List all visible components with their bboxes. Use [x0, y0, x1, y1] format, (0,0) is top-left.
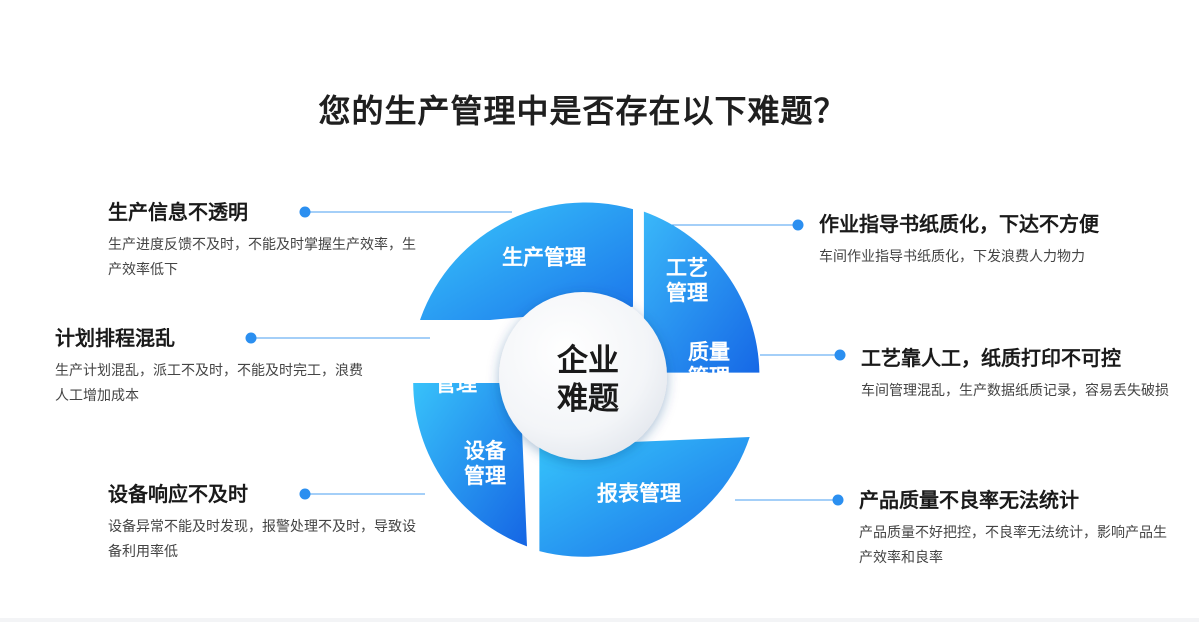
segment-label-scheduling: 排程管理 [435, 347, 477, 396]
connector-dot-equipment [299, 488, 311, 500]
issue-work-instructions: 作业指导书纸质化，下达不方便 车间作业指导书纸质化，下发浪费人力物力 [819, 211, 1179, 270]
issue-desc: 生产进度反馈不及时，不能及时掌握生产效率，生产效率低下 [108, 237, 416, 278]
connector-dot-process [834, 349, 846, 361]
issue-title: 设备响应不及时 [108, 482, 248, 506]
issue-title: 生产信息不透明 [108, 200, 248, 224]
issue-title: 作业指导书纸质化，下达不方便 [819, 212, 1099, 236]
connector-dot-info [299, 206, 311, 218]
connector-dot-instructions [792, 219, 804, 231]
issue-equipment: 设备响应不及时 设备异常不能及时发现，报警处理不及时，导致设备利用率低 [108, 481, 418, 565]
segment-label-process: 工艺管理 [666, 256, 708, 305]
issue-desc: 车间作业指导书纸质化，下发浪费人力物力 [819, 249, 1085, 265]
issue-title: 产品质量不良率无法统计 [859, 488, 1079, 512]
segment-report [539, 437, 750, 557]
center-circle [499, 292, 667, 460]
segment-label-equipment: 设备管理 [464, 439, 506, 488]
segment-label-report: 报表管理 [597, 481, 681, 506]
connector-dot-scheduling [245, 332, 257, 344]
issue-desc: 生产计划混乱，派工不及时，不能及时完工，浪费人工增加成本 [55, 363, 363, 404]
issue-desc: 设备异常不能及时发现，报警处理不及时，导致设备利用率低 [108, 519, 416, 560]
issue-scheduling: 计划排程混乱 生产计划混乱，派工不及时，不能及时完工，浪费人工增加成本 [55, 325, 365, 409]
page-title: 您的生产管理中是否存在以下难题？ [318, 92, 847, 130]
issue-process-manual: 工艺靠人工，纸质打印不可控 车间管理混乱，生产数据纸质记录，容易丢失破损 [861, 345, 1176, 404]
segment-process-quality [643, 211, 760, 373]
issue-title: 工艺靠人工，纸质打印不可控 [861, 346, 1121, 370]
center-label: 企业难题 [557, 343, 619, 417]
bottom-divider [0, 618, 1199, 622]
connector-dot-quality [832, 494, 844, 506]
issue-desc: 车间管理混乱，生产数据纸质记录，容易丢失破损 [861, 383, 1169, 399]
segment-label-quality: 质量管理 [688, 340, 730, 389]
issue-quality-stats: 产品质量不良率无法统计 产品质量不好把控，不良率无法统计，影响产品生产效率和良率 [859, 487, 1179, 571]
issue-production-info: 生产信息不透明 生产进度反馈不及时，不能及时掌握生产效率，生产效率低下 [108, 199, 418, 283]
segment-label-production: 生产管理 [502, 245, 586, 270]
issue-title: 计划排程混乱 [55, 326, 175, 350]
issue-desc: 产品质量不好把控，不良率无法统计，影响产品生产效率和良率 [859, 525, 1167, 566]
segment-scheduling-equipment [413, 383, 527, 547]
